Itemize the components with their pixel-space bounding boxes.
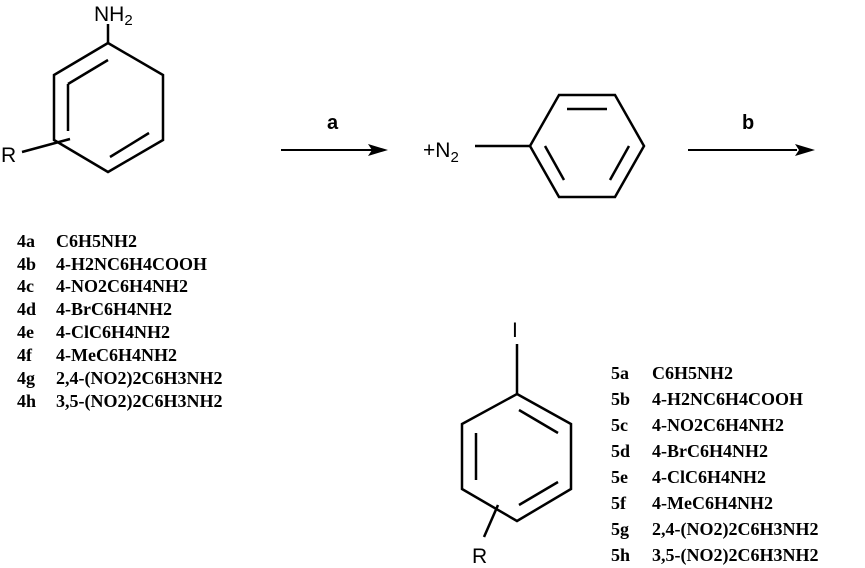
list-item-4d-formula: 4-BrC6H4NH2 xyxy=(56,299,172,319)
list-item-4h-id: 4h xyxy=(17,391,36,411)
list-item-5g-formula: 2,4-(NO2)2C6H3NH2 xyxy=(652,519,818,540)
list-item-5h-id: 5h xyxy=(611,545,630,565)
diazonium-ring xyxy=(528,93,646,199)
compound-list-4: 4a C6H5NH2 4b 4-H2NC6H4COOH 4c 4-NO2C6H4… xyxy=(17,231,222,412)
list-item-4c-id: 4c xyxy=(17,276,34,296)
diazonium-label: +N2 xyxy=(423,139,459,166)
list-item-4c-formula: 4-NO2C6H4NH2 xyxy=(56,276,188,296)
list-item-5a-formula: C6H5NH2 xyxy=(652,363,733,383)
iodo-inner-bond-3 xyxy=(518,480,559,507)
aniline-inner-bond-1 xyxy=(67,58,109,86)
aniline-r-bond xyxy=(21,137,71,154)
list-item-4g-id: 4g xyxy=(17,368,35,388)
list-item-4a-id: 4a xyxy=(17,231,35,251)
list-item-5g-id: 5g xyxy=(611,519,629,539)
list-item-4e-formula: 4-ClC6H4NH2 xyxy=(56,322,170,342)
list-item-5d-formula: 4-BrC6H4NH2 xyxy=(652,441,768,461)
iodo-ring xyxy=(460,392,573,523)
arrow-a-label: a xyxy=(327,112,339,134)
list-item-4f-formula: 4-MeC6H4NH2 xyxy=(56,345,177,365)
compound-list-5: 5a C6H5NH2 5b 4-H2NC6H4COOH 5c 4-NO2C6H4… xyxy=(611,363,818,566)
list-item-4a-formula: C6H5NH2 xyxy=(56,231,137,251)
list-item-4h-formula: 3,5-(NO2)2C6H3NH2 xyxy=(56,391,222,412)
aniline-r-label: R xyxy=(1,144,16,167)
aniline-inner-bond-3 xyxy=(109,131,150,159)
iodo-r-label: R xyxy=(472,545,487,568)
iodo-inner-bond-1 xyxy=(518,408,559,435)
aniline-structure xyxy=(21,24,165,174)
iodo-i-label: I xyxy=(512,319,518,342)
list-item-4f-id: 4f xyxy=(17,345,33,365)
list-item-5f-formula: 4-MeC6H4NH2 xyxy=(652,493,773,513)
list-item-5c-id: 5c xyxy=(611,415,628,435)
iodo-r-bond xyxy=(482,504,500,538)
arrow-b-label: b xyxy=(742,112,754,134)
aniline-ring xyxy=(52,41,165,174)
arrow-a xyxy=(281,144,388,156)
list-item-4b-id: 4b xyxy=(17,254,36,274)
list-item-5f-id: 5f xyxy=(611,493,627,513)
list-item-4b-formula: 4-H2NC6H4COOH xyxy=(56,254,207,274)
aniline-nh2-label: NH2 xyxy=(94,3,133,29)
list-item-5h-formula: 3,5-(NO2)2C6H3NH2 xyxy=(652,545,818,566)
list-item-5a-id: 5a xyxy=(611,363,629,383)
arrow-b xyxy=(688,144,815,156)
list-item-4g-formula: 2,4-(NO2)2C6H3NH2 xyxy=(56,368,222,389)
diazonium-inner-bond-2 xyxy=(543,145,566,181)
list-item-4e-id: 4e xyxy=(17,322,34,342)
list-item-5b-id: 5b xyxy=(611,389,630,409)
list-item-5d-id: 5d xyxy=(611,441,630,461)
diazonium-inner-bond-3 xyxy=(608,145,631,181)
list-item-5e-id: 5e xyxy=(611,467,628,487)
list-item-5c-formula: 4-NO2C6H4NH2 xyxy=(652,415,784,435)
diazonium-structure xyxy=(475,93,646,199)
list-item-5e-formula: 4-ClC6H4NH2 xyxy=(652,467,766,487)
iodobenzene-structure xyxy=(460,344,573,538)
list-item-4d-id: 4d xyxy=(17,299,36,319)
list-item-5b-formula: 4-H2NC6H4COOH xyxy=(652,389,803,409)
